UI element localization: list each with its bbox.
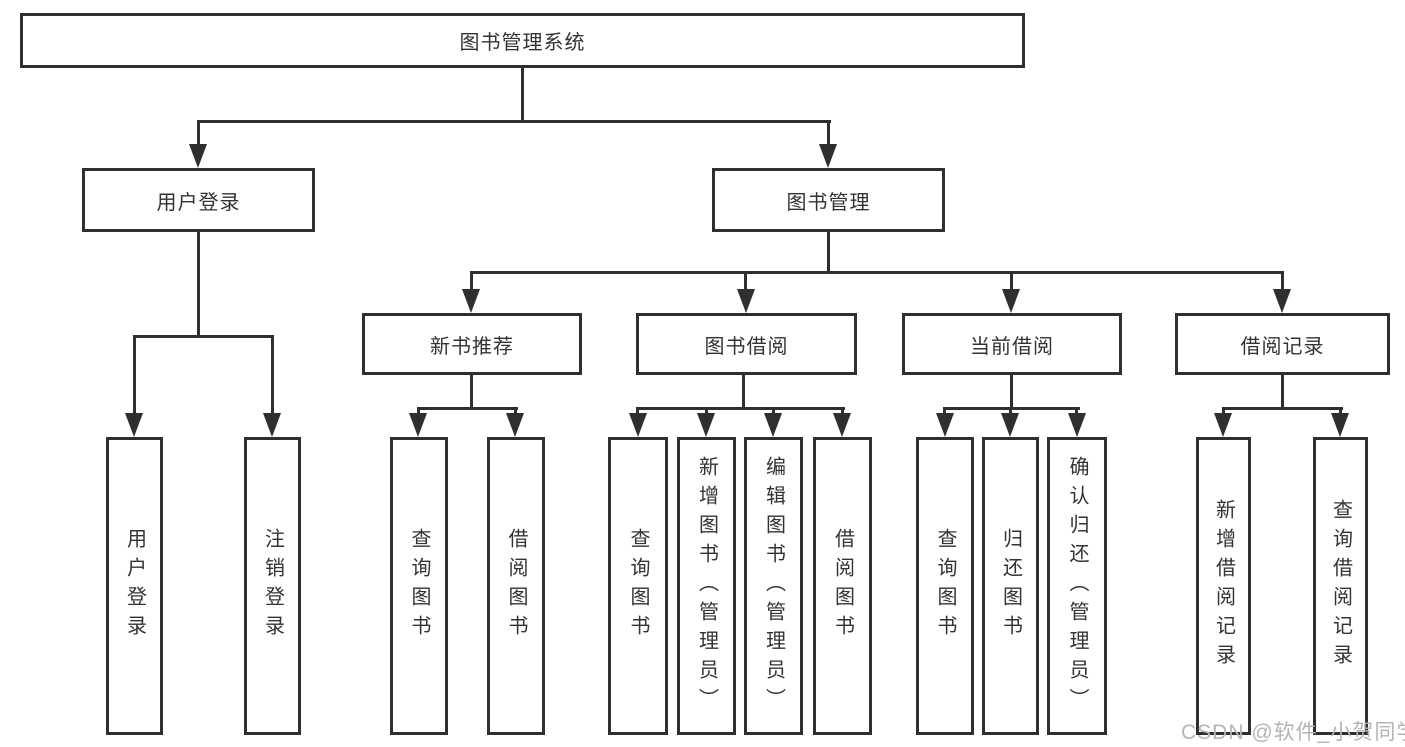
connector-line — [772, 408, 775, 416]
connector-line — [197, 230, 200, 336]
leaf-record-query-label: 查询借阅记录 — [1329, 499, 1352, 673]
connector-line — [417, 408, 420, 416]
connector-line — [742, 375, 745, 407]
connector-line — [636, 408, 639, 416]
arrowhead-down-icon — [1068, 413, 1086, 437]
connector-line — [514, 408, 517, 416]
arrowhead-down-icon — [1002, 289, 1020, 313]
connector-line — [841, 408, 844, 416]
node-borrow-record: 借阅记录 — [1175, 313, 1390, 375]
leaf-borrow-book-label: 借阅图书 — [831, 528, 854, 644]
connector-line — [133, 335, 274, 338]
connector-line — [1222, 408, 1225, 416]
connector-line — [133, 336, 136, 415]
connector-line — [943, 408, 946, 416]
node-user-login: 用户登录 — [82, 168, 315, 232]
node-book-borrow: 图书借阅 — [636, 313, 857, 375]
node-book-management: 图书管理 — [712, 168, 945, 232]
connector-line — [1010, 272, 1013, 290]
connector-line — [1281, 272, 1284, 290]
leaf-logout: 注销登录 — [244, 437, 301, 735]
arrowhead-down-icon — [409, 413, 427, 437]
arrowhead-down-icon — [629, 413, 647, 437]
connector-line — [417, 407, 518, 410]
leaf-user-login-label: 用户登录 — [123, 528, 146, 644]
arrowhead-down-icon — [697, 413, 715, 437]
connector-line — [470, 271, 473, 289]
node-user-login-label: 用户登录 — [156, 191, 241, 214]
node-book-borrow-label: 图书借阅 — [704, 335, 789, 358]
leaf-borrow-add-admin: 新增图书（管理员） — [677, 437, 736, 735]
arrowhead-down-icon — [462, 289, 480, 313]
connector-line — [1339, 408, 1342, 416]
leaf-current-confirm-admin-label: 确认归还（管理员） — [1066, 455, 1088, 717]
arrowhead-down-icon — [1001, 413, 1019, 437]
leaf-user-login: 用户登录 — [106, 437, 163, 735]
connector-line — [197, 120, 831, 123]
leaf-newbook-borrow-label: 借阅图书 — [505, 528, 527, 644]
connector-line — [271, 336, 274, 415]
leaf-logout-label: 注销登录 — [261, 528, 284, 644]
leaf-newbook-query-label: 查询图书 — [408, 528, 430, 644]
leaf-borrow-edit-admin-label: 编辑图书（管理员） — [762, 455, 785, 717]
arrowhead-down-icon — [125, 413, 143, 437]
connector-line — [827, 230, 830, 273]
connector-line — [470, 373, 473, 407]
arrowhead-down-icon — [1331, 413, 1349, 437]
leaf-current-query: 查询图书 — [916, 437, 974, 735]
connector-line — [705, 408, 708, 416]
connector-line — [1009, 408, 1012, 416]
connector-line — [521, 66, 524, 122]
csdn-watermark: CSDN @软件_小贺同学 — [1181, 721, 1405, 744]
node-current-borrow-label: 当前借阅 — [970, 335, 1054, 358]
connector-line — [197, 121, 200, 147]
leaf-newbook-query: 查询图书 — [390, 437, 448, 735]
leaf-current-query-label: 查询图书 — [934, 528, 956, 644]
connector-line — [1281, 375, 1284, 407]
arrowhead-down-icon — [936, 413, 954, 437]
node-root: 图书管理系统 — [20, 13, 1025, 68]
leaf-newbook-borrow: 借阅图书 — [487, 437, 545, 735]
leaf-current-return: 归还图书 — [982, 437, 1039, 735]
leaf-borrow-book: 借阅图书 — [813, 437, 872, 735]
connector-line — [636, 407, 845, 410]
leaf-record-add-label: 新增借阅记录 — [1212, 499, 1235, 673]
node-new-book-recommend-label: 新书推荐 — [430, 335, 514, 358]
node-borrow-record-label: 借阅记录 — [1240, 335, 1325, 358]
arrowhead-down-icon — [1273, 289, 1291, 313]
connector-line — [1222, 407, 1343, 410]
leaf-borrow-query-label: 查询图书 — [627, 528, 649, 644]
arrowhead-down-icon — [189, 144, 207, 168]
node-root-label: 图书管理系统 — [459, 32, 586, 54]
arrowhead-down-icon — [819, 144, 837, 168]
node-new-book-recommend: 新书推荐 — [362, 313, 582, 375]
leaf-record-add: 新增借阅记录 — [1196, 437, 1251, 735]
arrowhead-down-icon — [263, 413, 281, 437]
leaf-current-return-label: 归还图书 — [999, 528, 1022, 644]
leaf-current-confirm-admin: 确认归还（管理员） — [1047, 437, 1107, 735]
connector-line — [744, 272, 747, 290]
connector-line — [1075, 408, 1078, 416]
leaf-record-query: 查询借阅记录 — [1313, 437, 1368, 735]
arrowhead-down-icon — [833, 413, 851, 437]
leaf-borrow-query: 查询图书 — [608, 437, 668, 735]
arrowhead-down-icon — [1214, 413, 1232, 437]
connector-line — [470, 271, 1284, 274]
connector-line — [827, 121, 830, 147]
node-current-borrow: 当前借阅 — [902, 313, 1122, 375]
node-book-management-label: 图书管理 — [786, 191, 871, 214]
arrowhead-down-icon — [506, 413, 524, 437]
connector-line — [1010, 375, 1013, 407]
leaf-borrow-edit-admin: 编辑图书（管理员） — [744, 437, 803, 735]
arrowhead-down-icon — [764, 413, 782, 437]
arrowhead-down-icon — [737, 289, 755, 313]
leaf-borrow-add-admin-label: 新增图书（管理员） — [695, 455, 718, 717]
